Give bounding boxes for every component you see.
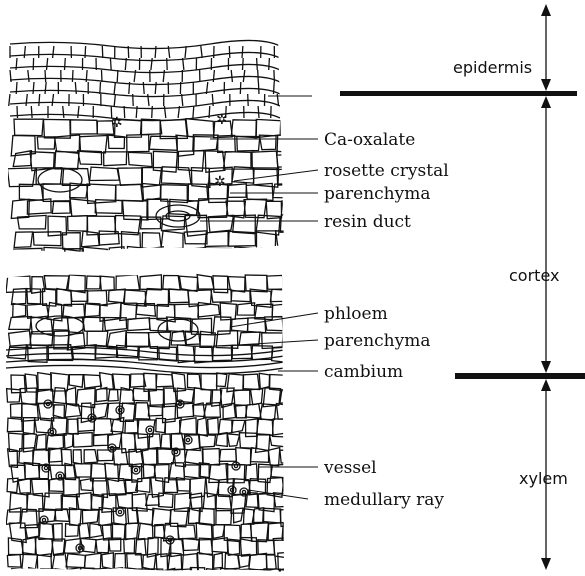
region-label-xylem: xylem xyxy=(519,469,568,488)
label-cambium: cambium xyxy=(324,362,403,382)
region-label-cortex: cortex xyxy=(509,266,559,285)
cortex-parenchyma-cells: ✲ ✲ ✲ xyxy=(7,112,311,268)
svg-text:✲: ✲ xyxy=(111,115,123,131)
region-label-epidermis: epidermis xyxy=(453,58,532,77)
tissue-labels: Ca-oxalate rosette crystal parenchyma re… xyxy=(323,130,449,510)
label-phloem: phloem xyxy=(324,304,388,324)
region-markers: epidermis cortex xylem xyxy=(340,4,585,570)
leader-lines xyxy=(200,96,318,499)
label-parenchyma-cortex: parenchyma xyxy=(324,184,430,204)
epidermis-arrow xyxy=(541,4,551,91)
cortex-arrow xyxy=(541,96,551,373)
svg-text:✲: ✲ xyxy=(214,174,226,190)
tissue-drawing: ✲ ✲ ✲ xyxy=(6,40,311,576)
label-vessel: vessel xyxy=(323,458,377,478)
epidermis-cells xyxy=(9,40,280,120)
label-parenchyma-phloem: parenchyma xyxy=(324,331,430,351)
label-ca-oxalate: Ca-oxalate xyxy=(324,130,415,150)
label-resin-duct: resin duct xyxy=(324,212,411,232)
epidermis-boundary-bar xyxy=(340,91,577,96)
label-rosette-crystal: rosette crystal xyxy=(324,161,449,181)
svg-text:✲: ✲ xyxy=(216,112,228,128)
label-medullary-ray: medullary ray xyxy=(324,490,444,510)
cambium-boundary-bar xyxy=(455,373,585,379)
phloem-cambium-xylem-cells xyxy=(6,275,304,576)
